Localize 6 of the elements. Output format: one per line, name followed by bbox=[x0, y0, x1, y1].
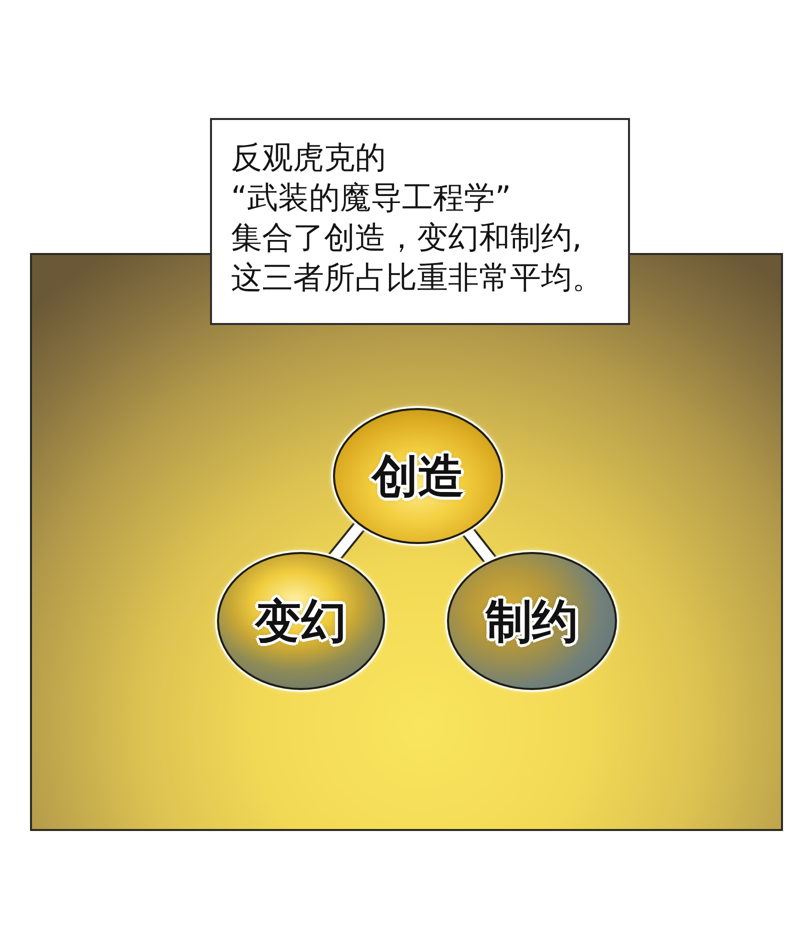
caption-box bbox=[210, 118, 630, 325]
connector-bar bbox=[383, 624, 449, 634]
concept-label: 制约 bbox=[486, 596, 578, 646]
caption-text: 反观虎克的“武装的魔导工程学”集合了创造，变幻和制约,这三者所占比重非常平均。 bbox=[231, 139, 604, 298]
concept-label: 创造 bbox=[372, 450, 464, 502]
concept-label: 变幻 bbox=[255, 596, 347, 646]
